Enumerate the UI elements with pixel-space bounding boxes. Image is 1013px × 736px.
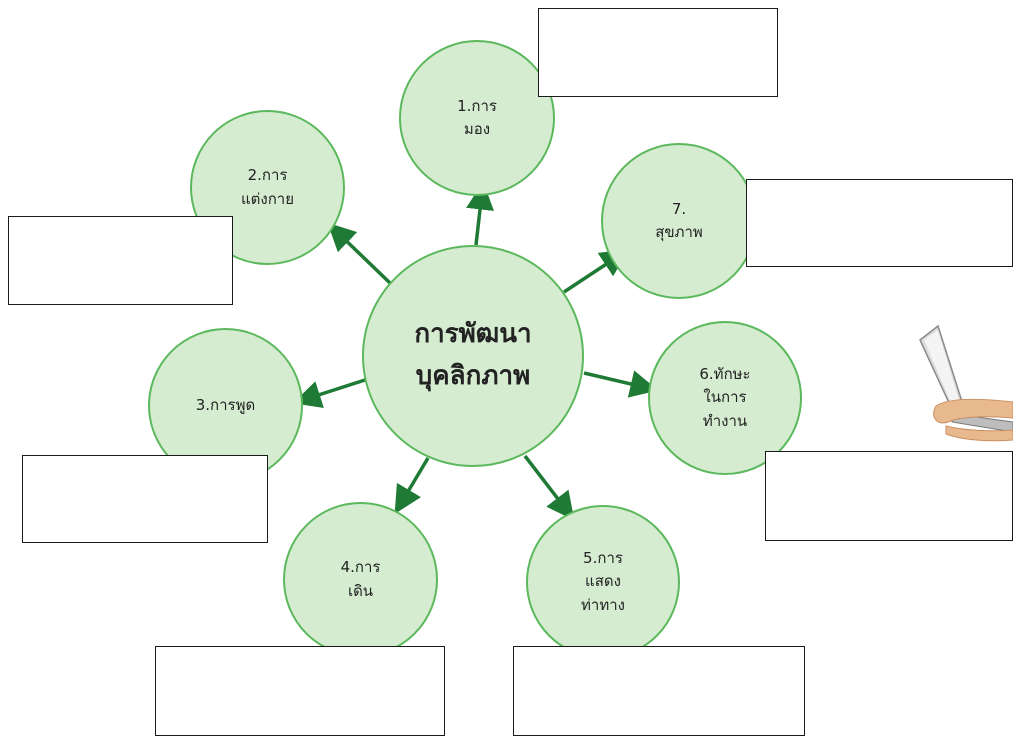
node-3-label: 3.การพูด <box>195 395 256 414</box>
node-7-health: 7. สุขภาพ <box>601 143 757 299</box>
node-1-looking: 1.การ มอง <box>399 40 555 196</box>
answer-box-3 <box>22 455 268 543</box>
node-5-gesture: 5.การ แสดง ท่าทาง <box>526 505 680 659</box>
answer-box-5 <box>513 646 805 736</box>
node-5-label: 5.การ แสดง ท่าทาง <box>581 549 625 614</box>
arrow-to-node-7 <box>563 249 629 294</box>
node-6-work-skills: 6.ทักษะ ในการ ทำงาน <box>648 321 802 475</box>
answer-box-2 <box>8 216 233 305</box>
arrow-to-node-6 <box>583 370 659 398</box>
arrow-to-node-4 <box>394 457 430 515</box>
node-7-label: 7. สุขภาพ <box>655 199 703 241</box>
answer-box-4 <box>155 646 445 736</box>
center-node: การพัฒนา บุคลิกภาพ <box>362 245 584 467</box>
arrow-to-node-1 <box>466 181 494 246</box>
arrow-to-node-3 <box>293 378 366 408</box>
answer-box-6 <box>765 451 1013 541</box>
laptop-illustration <box>919 324 1013 442</box>
node-2-label: 2.การ แต่งกาย <box>240 166 295 208</box>
node-4-label: 4.การ เดิน <box>340 558 381 600</box>
arrow-to-node-2 <box>327 222 392 285</box>
arrow-to-node-5 <box>523 454 575 521</box>
answer-box-1 <box>538 8 778 97</box>
center-node-label: การพัฒนา บุคลิกภาพ <box>414 319 532 391</box>
node-6-label: 6.ทักษะ ในการ ทำงาน <box>699 365 751 430</box>
answer-box-7 <box>746 179 1013 267</box>
node-1-label: 1.การ มอง <box>457 96 497 138</box>
node-2-dressing: 2.การ แต่งกาย <box>190 110 345 265</box>
node-4-walking: 4.การ เดิน <box>283 502 438 657</box>
